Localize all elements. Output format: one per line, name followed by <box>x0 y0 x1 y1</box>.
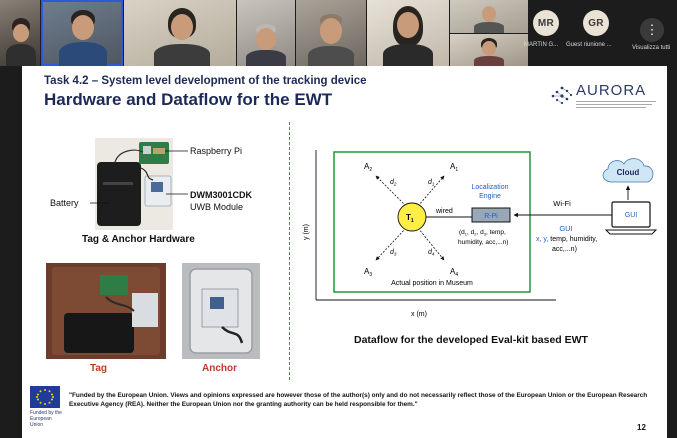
tag-anchor-hardware-photo <box>95 138 173 230</box>
participant-name: MARTIN G... <box>524 42 559 48</box>
wifi-label: Wi-Fi <box>553 199 571 208</box>
slide-page-number: 12 <box>637 423 646 432</box>
anchor-a4-label: A4 <box>450 267 458 278</box>
engine-label-line2: Engine <box>479 193 501 200</box>
participant-video-tile[interactable] <box>296 0 366 66</box>
eu-disclaimer: "Funded by the European Union. Views and… <box>69 392 648 408</box>
dataflow-caption: Dataflow for the developed Eval-kit base… <box>354 334 588 346</box>
participant-video-tile-active-speaker[interactable] <box>41 0 123 66</box>
eu-flag-icon <box>30 386 60 408</box>
anchor-a2-label: A2 <box>364 162 372 173</box>
hardware-caption: Tag & Anchor Hardware <box>82 234 195 245</box>
participant-name: Guest riunione ... <box>566 42 612 48</box>
gui-title: GUI <box>559 224 572 233</box>
participant-figure <box>41 0 123 66</box>
participant-figure <box>124 0 236 66</box>
logo-tagline <box>576 100 660 108</box>
participant-avatar[interactable]: GR <box>583 10 609 36</box>
payload-line2: humidity, acc,...n) <box>458 239 508 246</box>
slide-title: Hardware and Dataflow for the EWT <box>44 90 333 109</box>
network-dots-icon <box>551 86 573 105</box>
engine-label-line1: Localization <box>472 184 509 191</box>
anchor-photo <box>182 263 260 359</box>
rpi-label: R-Pi <box>484 213 498 220</box>
tag-photo <box>46 263 166 359</box>
slide-task-heading: Task 4.2 – System level development of t… <box>44 75 367 87</box>
participant-video-tile[interactable] <box>450 0 528 33</box>
gui-line1: x, y, temp, humidity, <box>536 236 597 243</box>
uwb-module-label: UWB Module <box>190 202 244 212</box>
participant-strip: MR MARTIN G... GR Guest riunione ... ⋮ V… <box>0 0 677 66</box>
x-axis-label: x (m) <box>411 311 427 318</box>
museum-caption: Actual position in Museum <box>391 280 473 287</box>
laptop-gui-label: GUI <box>625 212 638 219</box>
dataflow-diagram: y (m) x (m) Actual position in Museum A2… <box>303 150 658 318</box>
participant-video-tile[interactable] <box>450 34 528 66</box>
logo-wordmark: AURORA <box>576 82 647 99</box>
tag-caption: Tag <box>90 363 108 374</box>
participant-figure <box>296 0 366 66</box>
tag-node <box>397 202 427 232</box>
section-divider <box>289 122 290 380</box>
raspberry-pi-label: Raspberry Pi <box>190 146 243 156</box>
show-all-label[interactable]: Visualizza tutti <box>632 45 671 51</box>
participant-figure <box>450 0 528 33</box>
wired-label: wired <box>435 208 453 215</box>
participant-video-tile[interactable] <box>237 0 295 66</box>
participant-figure <box>0 0 40 66</box>
participant-figure <box>237 0 295 66</box>
participant-figure <box>367 0 449 66</box>
participant-video-tile[interactable] <box>0 0 40 66</box>
shared-presentation-slide: Task 4.2 – System level development of t… <box>22 66 667 438</box>
cloud-label: Cloud <box>617 168 640 177</box>
gui-line2: acc,...n) <box>552 246 577 253</box>
participant-avatar[interactable]: MR <box>533 10 559 36</box>
tag-node-label: T1 <box>406 213 414 224</box>
participant-video-tile[interactable] <box>367 0 449 66</box>
battery-label: Battery <box>50 198 79 208</box>
anchor-caption: Anchor <box>202 363 237 374</box>
participant-video-tile[interactable] <box>124 0 236 66</box>
ellipsis-icon: ⋮ <box>645 22 659 37</box>
distance-d4-label: d4 <box>428 249 435 257</box>
dwm-module-label: DWM3001CDK <box>190 190 253 200</box>
anchor-a3-label: A3 <box>364 267 372 278</box>
cloud-icon <box>602 158 654 183</box>
rpi-box <box>471 207 511 223</box>
laptop-icon <box>604 201 658 235</box>
museum-area <box>333 151 531 293</box>
callout-lines <box>90 150 188 204</box>
y-axis-label: y (m) <box>303 224 310 240</box>
payload-line1: (d1, d2, d3, temp, <box>459 229 506 237</box>
aurora-logo: AURORA <box>549 80 661 110</box>
distance-d1-label: d1 <box>428 179 435 187</box>
distance-d2-label: d2 <box>390 179 397 187</box>
participant-figure <box>450 34 528 66</box>
anchor-a1-label: A1 <box>450 162 458 173</box>
distance-d3-label: d3 <box>390 249 397 257</box>
funded-by-eu-label: Funded by the European Union <box>30 410 62 428</box>
show-all-participants-button[interactable]: ⋮ <box>640 18 664 42</box>
